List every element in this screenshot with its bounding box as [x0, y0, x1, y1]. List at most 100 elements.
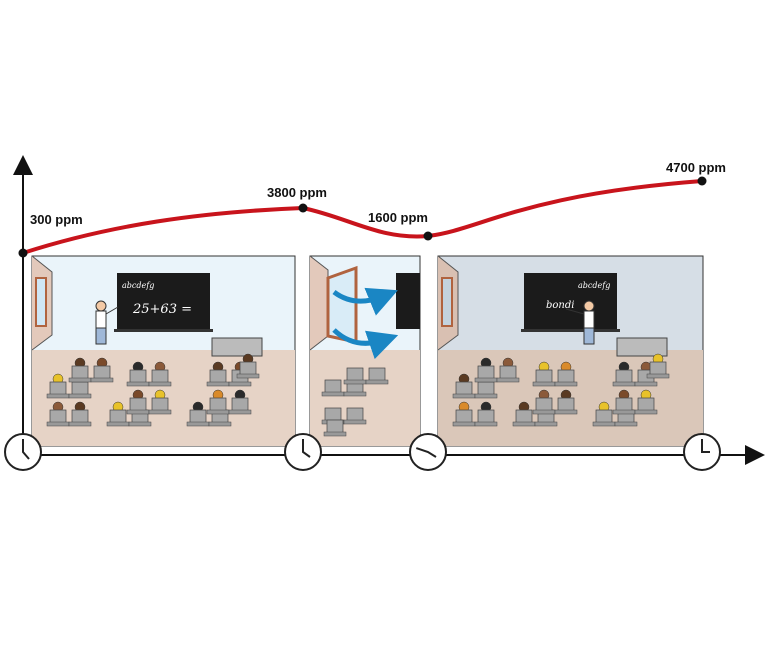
student-desk [612, 361, 636, 387]
clock-icon [284, 433, 322, 471]
student-desk [554, 361, 578, 387]
student-desk [236, 353, 260, 379]
teacher [565, 300, 595, 345]
student-desk [68, 357, 92, 383]
chalkboard [524, 273, 617, 329]
desk [614, 421, 638, 427]
desk [68, 393, 92, 399]
desk [474, 377, 498, 383]
board-text: 25+63 = [132, 302, 192, 317]
desk [612, 409, 636, 415]
student-desk [343, 407, 367, 425]
clock-icon [4, 433, 42, 471]
airflow-arrow-icon [332, 287, 398, 316]
desk [343, 391, 367, 397]
student-desk [365, 367, 389, 385]
airflow-arrow-icon [332, 328, 399, 360]
desk [236, 373, 260, 379]
student-desk [612, 389, 636, 415]
desk [46, 393, 70, 399]
student-desk [148, 361, 172, 387]
desk [206, 381, 230, 387]
teacher-desk [211, 337, 263, 357]
desk [612, 381, 636, 387]
student-desk [634, 389, 658, 415]
desk [208, 421, 232, 427]
student-desk [323, 419, 347, 437]
student-desk [206, 361, 230, 387]
desk [186, 421, 210, 427]
student-desk [186, 401, 210, 427]
level-label: 1600 ppm [368, 210, 428, 225]
desk [68, 421, 92, 427]
board-title: abcdefg [122, 281, 154, 290]
desk [46, 421, 70, 427]
desk [452, 393, 476, 399]
desk [343, 379, 367, 385]
data-point [18, 248, 28, 258]
student-desk [646, 353, 670, 379]
desk [148, 381, 172, 387]
data-point [697, 176, 707, 186]
teacher-desk [616, 337, 668, 357]
clock-hands [302, 439, 311, 458]
student-desk [512, 401, 536, 427]
board-title: abcdefg [578, 281, 610, 290]
student-desk [90, 357, 114, 383]
desk [634, 381, 658, 387]
student-desk [46, 401, 70, 427]
student-desk [532, 361, 556, 387]
desk [554, 409, 578, 415]
desk [532, 409, 556, 415]
desk [474, 393, 498, 399]
desk [592, 421, 616, 427]
board-text: bondi [546, 300, 574, 311]
desk [323, 431, 347, 437]
student-desk [532, 389, 556, 415]
desk [106, 421, 130, 427]
desk [452, 421, 476, 427]
desk [90, 377, 114, 383]
desk [126, 409, 150, 415]
data-point [298, 203, 308, 213]
clock-icon [409, 433, 447, 471]
desk [228, 409, 252, 415]
clock-icon [683, 433, 721, 471]
co2-curve [22, 179, 703, 255]
student-desk [496, 357, 520, 383]
student-desk [474, 401, 498, 427]
student-desk [148, 389, 172, 415]
open-window [326, 265, 358, 344]
desk [228, 381, 252, 387]
desk [534, 421, 558, 427]
desk [365, 379, 389, 385]
desk [321, 391, 345, 397]
window [35, 277, 47, 327]
teacher [95, 300, 119, 345]
student-desk [106, 401, 130, 427]
desk [532, 381, 556, 387]
desk [343, 419, 367, 425]
desk [474, 421, 498, 427]
scene-lesson-1: abcdefg 25+63 = [31, 255, 296, 447]
chalkboard [117, 273, 210, 329]
student-desk [321, 379, 345, 397]
student-desk [592, 401, 616, 427]
desk [126, 381, 150, 387]
desk [634, 409, 658, 415]
student-desk [228, 389, 252, 415]
student-desk [68, 401, 92, 427]
desk [206, 409, 230, 415]
desk [128, 421, 152, 427]
clock-hands [701, 439, 710, 453]
level-label: 300 ppm [30, 212, 83, 227]
desk [68, 377, 92, 383]
student-desk [343, 367, 367, 385]
desk [496, 377, 520, 383]
student-desk [126, 361, 150, 387]
desk [646, 373, 670, 379]
desk [148, 409, 172, 415]
student-desk [554, 389, 578, 415]
clock-hands [415, 447, 437, 458]
